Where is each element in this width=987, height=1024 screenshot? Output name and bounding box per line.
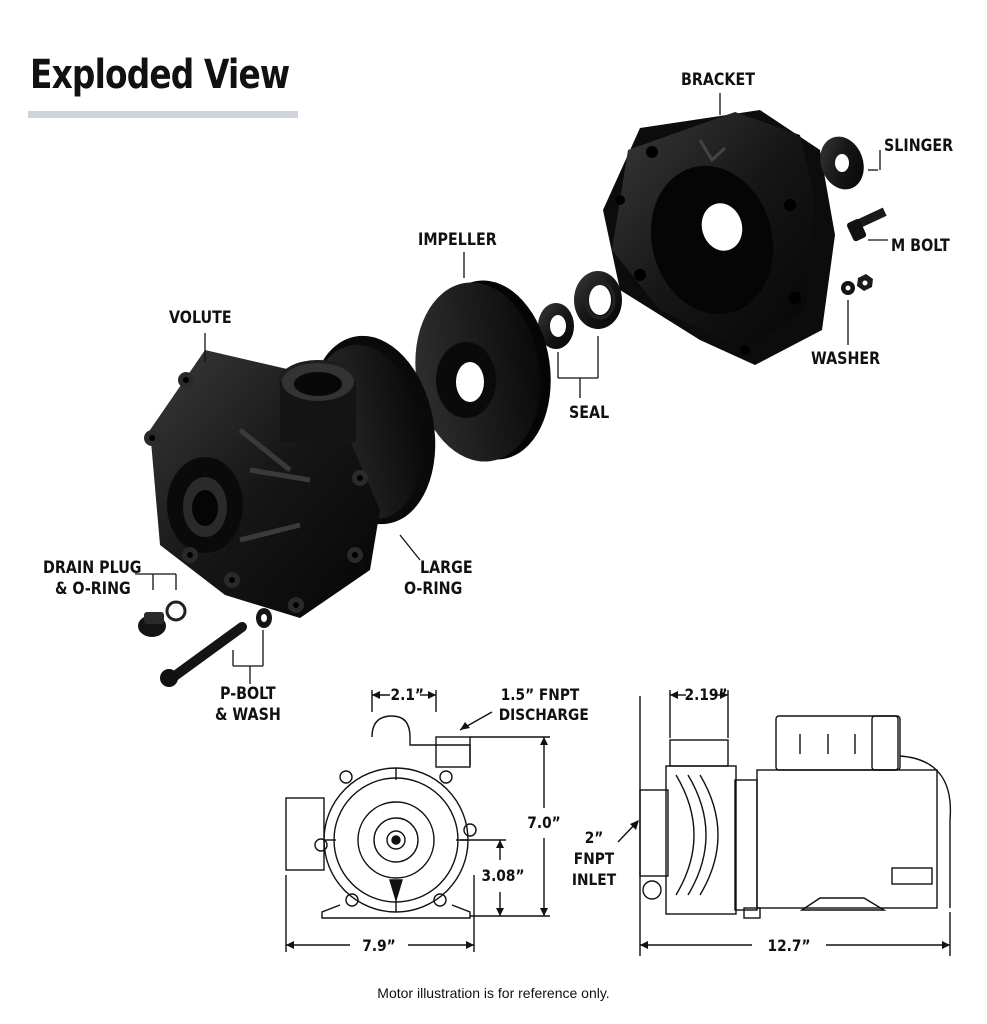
impeller-part: [415, 280, 551, 462]
label-seal: SEAL: [569, 403, 610, 423]
label-impeller: IMPELLER: [418, 230, 497, 250]
dim-length: 12.7”: [767, 936, 811, 955]
side-view-arrows: [630, 691, 950, 949]
drain-plug-part: [138, 600, 187, 637]
volute-part: [144, 350, 380, 618]
label-drain-plug-line2: & O-RING: [55, 579, 131, 599]
front-view-arrows: [286, 691, 548, 949]
dim-inlet-line1: 2”: [584, 828, 604, 847]
label-p-bolt-line2: & WASH: [215, 705, 281, 725]
footnote: Motor illustration is for reference only…: [377, 985, 610, 1001]
dim-discharge-line1: 1.5” FNPT: [500, 685, 580, 704]
dim-front-width-top: 2.1”: [390, 685, 424, 704]
label-volute: VOLUTE: [169, 308, 232, 328]
label-washer: WASHER: [811, 349, 881, 369]
m-bolt-part: [846, 207, 887, 242]
label-large-o-ring-line1: LARGE: [420, 558, 473, 578]
label-m-bolt: M BOLT: [891, 236, 950, 256]
label-p-bolt-line1: P-BOLT: [220, 684, 276, 704]
label-bracket: BRACKET: [681, 70, 755, 90]
seal-part: [538, 271, 622, 349]
page-title: Exploded View: [30, 52, 290, 98]
dim-inlet-line2: FNPT: [573, 849, 615, 868]
dim-shaft-height: 3.08”: [481, 866, 525, 885]
p-bolt-part: [160, 608, 272, 687]
dim-discharge-line2: DISCHARGE: [498, 705, 589, 724]
front-view-drawing: [285, 690, 550, 952]
title-underline: [28, 111, 298, 118]
label-slinger: SLINGER: [884, 136, 954, 156]
label-drain-plug-line1: DRAIN PLUG: [43, 558, 142, 578]
dim-side-width-top: 2.19”: [684, 685, 728, 704]
washer-part: [841, 274, 873, 295]
dim-front-width: 7.9”: [362, 936, 396, 955]
dim-height: 7.0”: [527, 813, 561, 832]
leader-lines: [135, 93, 888, 684]
side-view-drawing: [617, 690, 952, 956]
bracket-part: [603, 110, 835, 365]
label-large-o-ring-line2: O-RING: [404, 579, 463, 599]
dim-inlet-line3: INLET: [571, 870, 617, 889]
slinger-part: [820, 136, 864, 190]
